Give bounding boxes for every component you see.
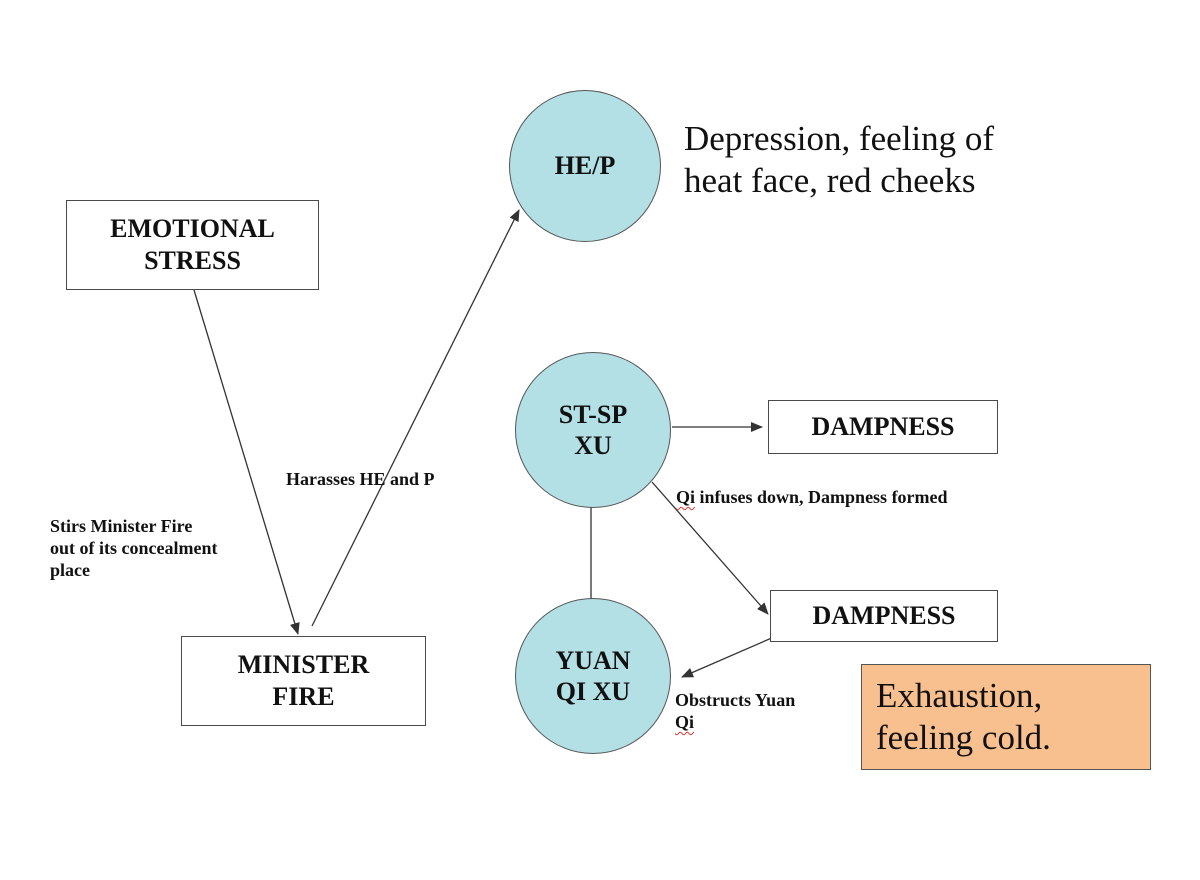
he-p-node: HE/P [509,90,661,242]
harasses-label: Harasses HE and P [286,469,435,489]
yuan-symptom-line-1: Exhaustion, [876,676,1043,715]
dampness-bottom-node: DAMPNESS [770,590,998,642]
he-p-symptoms: Depression, feeling of heat face, red ch… [684,118,994,202]
arrow-stress-to-minister-fire [193,289,300,635]
obstructs-line-1: Obstructs Yuan [675,690,796,710]
minister-fire-node: MINISTER FIRE [181,636,426,726]
stirs-minister-fire-label: Stirs Minister Fire out of its concealme… [50,516,217,582]
emotional-stress-node: EMOTIONAL STRESS [66,200,319,290]
arrow-dampness-to-yuan-qi [681,636,775,678]
arrow-minister-fire-to-he-p [311,209,520,627]
dampness-top-label: DAMPNESS [811,411,955,441]
st-sp-xu-node: ST-SP XU [515,352,671,508]
minister-fire-label: MINISTER FIRE [237,649,370,712]
qi-infuses-label: Qi infuses down, Dampness formed [676,487,948,509]
qi-infuses-rest: infuses down, Dampness formed [695,487,948,507]
emotional-stress-label: EMOTIONAL STRESS [110,213,275,276]
yuan-qi-xu-node: YUAN QI XU [515,598,671,754]
obstructs-line-2: Qi [675,711,695,732]
qi-word: Qi [676,487,696,507]
yuan-qi-symptom-box: Exhaustion, feeling cold. [861,664,1151,770]
he-p-label: HE/P [554,151,616,181]
yuan-qi-xu-label: YUAN QI XU [555,645,631,706]
st-sp-xu-label: ST-SP XU [558,399,628,460]
he-p-symptom-line-1: Depression, feeling of [684,119,995,158]
he-p-symptom-line-2: heat face, red cheeks [684,161,976,200]
obstructs-yuan-qi-label: Obstructs Yuan Qi [675,690,795,734]
dampness-top-node: DAMPNESS [768,400,998,454]
arrow-st-sp-to-dampness-bottom [651,481,769,615]
stirs-line-3: place [50,559,90,580]
stirs-line-2: out of its concealment [50,537,218,558]
yuan-symptom-line-2: feeling cold. [876,718,1051,757]
dampness-bottom-label: DAMPNESS [812,600,956,630]
stirs-line-1: Stirs Minister Fire [50,516,193,536]
